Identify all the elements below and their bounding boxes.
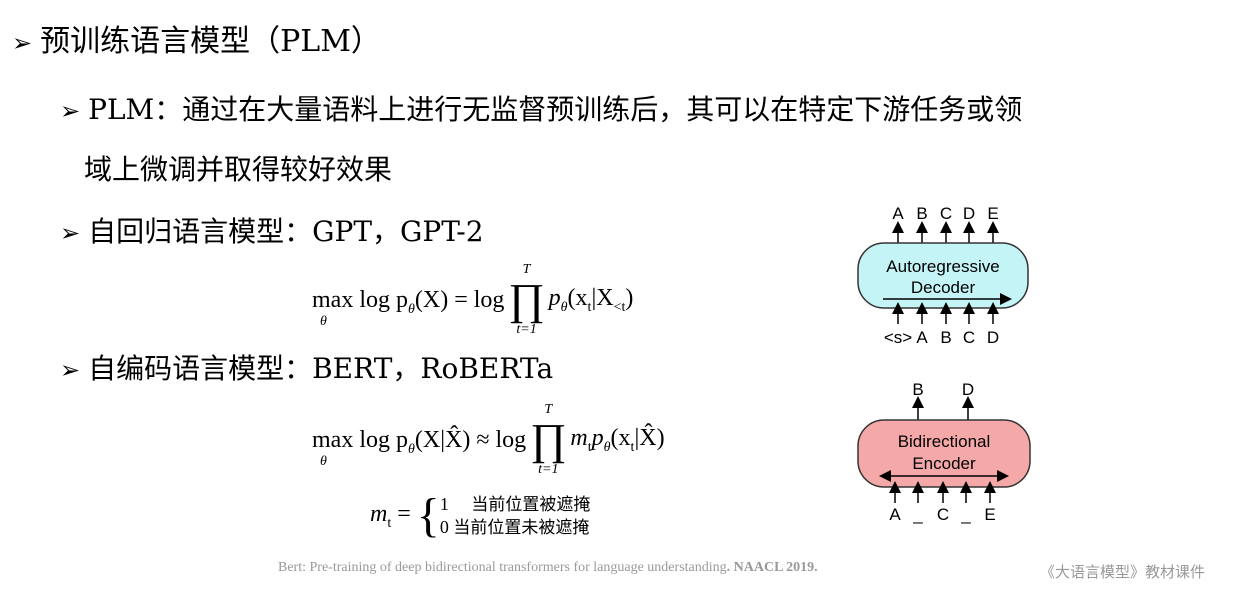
- case1-text: 当前位置被遮掩: [471, 495, 591, 515]
- citation-venue: . NAACL 2019.: [726, 560, 818, 575]
- f2-rhs-theta-sub: θ: [603, 440, 611, 455]
- cases: 1 当前位置被遮掩 0 当前位置未被遮掩: [440, 493, 591, 539]
- f2-rhs-arg: (x: [610, 425, 631, 451]
- course-label: 《大语言模型》教材课件: [1040, 563, 1206, 581]
- f3-sub: t: [387, 516, 392, 531]
- f2-rhs-cond: |X̂): [634, 425, 665, 451]
- formula-autoencoding: max log p θ θ(X|X̂) ≈ log T ∏ t=1 mtpθ(x…: [312, 402, 665, 478]
- token-label: _: [960, 505, 971, 524]
- f1-rhs-cond-sub: <t: [613, 300, 626, 315]
- citation-title: Bert: Pre-training of deep bidirectional…: [278, 560, 727, 575]
- f2-lhs-group: max log p θ θ(X|X̂) ≈ log: [312, 427, 526, 470]
- bullet-arrow-icon: ➢: [60, 97, 81, 125]
- f1-rhs-arg: (x: [567, 285, 588, 311]
- f1-lhs-group: max log p θ θ(X) = log: [312, 287, 504, 330]
- token-label: C: [937, 505, 949, 524]
- f2-theta: θ: [320, 453, 327, 469]
- f1-lower: t=1: [516, 322, 537, 337]
- f2-rhs-group: mtpθ(xt|X̂): [570, 425, 664, 455]
- token-label: A: [892, 204, 904, 223]
- plm-line2: 域上微调并取得较好效果: [84, 153, 393, 186]
- bullet-plm: ➢PLM：通过在大量语料上进行无监督预训练后，其可以在特定下游任务或领: [60, 88, 1022, 128]
- f3-eq: =: [391, 501, 411, 527]
- token-label: _: [912, 505, 923, 524]
- f1-upper: T: [522, 262, 531, 277]
- bullet-arrow-icon: ➢: [12, 29, 33, 57]
- bullet-autoencoding: ➢自编码语言模型：BERT，RoBERTa: [60, 347, 553, 387]
- f1-rhs-sub: t: [587, 300, 592, 315]
- token-label: B: [940, 328, 951, 347]
- token-label: B: [916, 204, 927, 223]
- token-label: C: [940, 204, 952, 223]
- title-text: 预训练语言模型（PLM）: [40, 24, 381, 59]
- formula-autoregressive: max log p θ θ(X) = log T ∏ t=1 pθ(xt|X<t…: [312, 262, 633, 338]
- f1-lhs-arg: (X) = log: [414, 286, 505, 313]
- citation: Bert: Pre-training of deep bidirectional…: [278, 560, 818, 576]
- case0-text: 当前位置未被遮掩: [453, 518, 590, 538]
- brace: {: [416, 489, 440, 542]
- bullet-autoregressive: ➢自回归语言模型：GPT，GPT-2: [60, 210, 484, 250]
- f1-max: max log p θ: [312, 287, 408, 330]
- f1-rhs: p: [548, 285, 561, 311]
- f2-lhs-arg: (X|X̂) ≈ log: [414, 426, 527, 453]
- autoregressive-text: 自回归语言模型：GPT，GPT-2: [88, 215, 484, 248]
- f2-upper: T: [544, 402, 553, 417]
- f2-lhs: max log p: [312, 426, 408, 453]
- bidirectional-diagram: B D Bidirectional Encoder A _ C _ E: [857, 380, 1031, 524]
- product-glyph: ∏: [508, 275, 545, 324]
- token-label: E: [987, 204, 998, 223]
- autoencoding-text: 自编码语言模型：BERT，RoBERTa: [88, 352, 554, 385]
- f1-rhs-theta-sub: θ: [560, 300, 568, 315]
- encoder-label2: Encoder: [912, 454, 976, 473]
- f2-rhs-x-sub: t: [630, 440, 635, 455]
- f2-rhs2: p: [591, 425, 604, 451]
- token-label: D: [963, 204, 975, 223]
- token-label: D: [987, 328, 999, 347]
- decoder-label2: Decoder: [911, 278, 976, 297]
- f1-close: ): [625, 285, 634, 311]
- token-label: C: [963, 328, 975, 347]
- product-glyph: ∏: [530, 415, 567, 464]
- f2-lhs-theta-sub: θ: [408, 441, 415, 457]
- f2-max: max log p θ: [312, 427, 408, 470]
- f1-theta: θ: [320, 313, 327, 329]
- slide-title: ➢预训练语言模型（PLM）: [12, 16, 381, 60]
- product-symbol: T ∏ t=1: [530, 402, 566, 478]
- token-label: E: [984, 505, 995, 524]
- token-label: <s>: [884, 328, 912, 347]
- f1-rhs-cond: |X: [591, 285, 614, 311]
- bullet-arrow-icon: ➢: [60, 219, 81, 247]
- product-symbol: T ∏ t=1: [508, 262, 544, 338]
- f1-lhs: max log p: [312, 286, 408, 313]
- token-label: B: [912, 380, 923, 399]
- f2-rhs: m: [570, 425, 588, 451]
- token-label: D: [962, 380, 974, 399]
- bullet-arrow-icon: ➢: [60, 356, 81, 384]
- plm-line1: PLM：通过在大量语料上进行无监督预训练后，其可以在特定下游任务或领: [88, 93, 1023, 126]
- formula-mask: mt = { 1 当前位置被遮掩 0 当前位置未被遮掩: [370, 492, 590, 540]
- token-label: A: [916, 328, 928, 347]
- case1-value: 1: [439, 494, 449, 514]
- f2-lower: t=1: [538, 462, 559, 477]
- decoder-label1: Autoregressive: [886, 257, 999, 276]
- f1-rhs-group: pθ(xt|X<t): [549, 285, 634, 315]
- f2-rhs-sub: t: [587, 440, 592, 455]
- f1-lhs-theta-sub: θ: [408, 301, 415, 317]
- encoder-label1: Bidirectional: [898, 432, 991, 451]
- token-label: A: [889, 505, 901, 524]
- f3-lhs: m: [370, 501, 388, 527]
- case0-value: 0: [439, 517, 449, 537]
